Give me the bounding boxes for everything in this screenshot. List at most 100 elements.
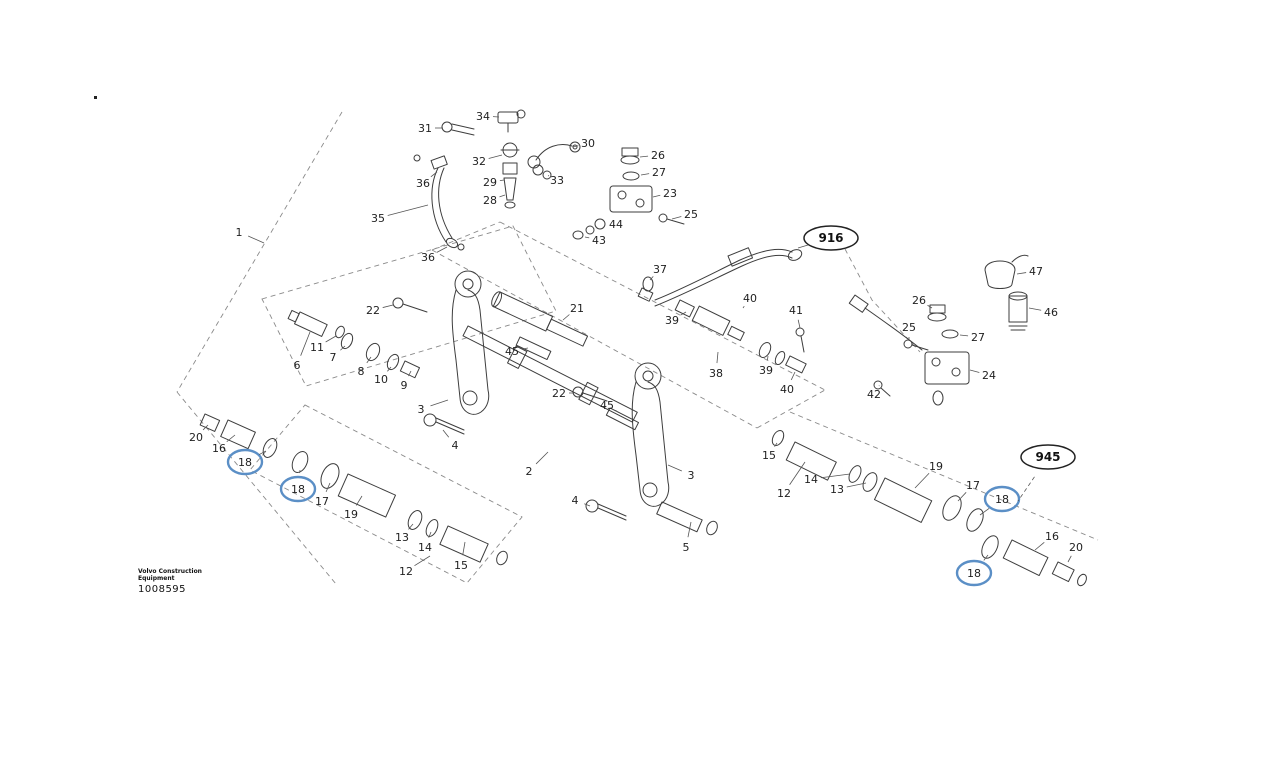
part-label-4: 4 bbox=[572, 494, 579, 507]
part-label-6: 6 bbox=[294, 359, 301, 372]
leader-line bbox=[820, 473, 851, 479]
part-label-24: 24 bbox=[982, 369, 996, 382]
leader-line bbox=[680, 311, 687, 316]
highlight-circle[interactable] bbox=[226, 448, 264, 476]
leader-line bbox=[927, 304, 933, 309]
part-label-37: 37 bbox=[653, 263, 667, 276]
leader-line bbox=[436, 246, 448, 253]
leader-line bbox=[226, 434, 236, 443]
publisher-line-1: Volvo Construction bbox=[138, 568, 202, 575]
part-label-16: 16 bbox=[1045, 530, 1059, 543]
leader-line bbox=[202, 424, 209, 431]
part-label-16: 16 bbox=[212, 442, 226, 455]
leader-line bbox=[387, 204, 429, 216]
leader-line bbox=[1067, 555, 1072, 563]
part-label-34: 34 bbox=[476, 110, 490, 123]
leader-line bbox=[671, 216, 682, 220]
part-label-29: 29 bbox=[483, 176, 497, 189]
part-label-32: 32 bbox=[472, 155, 486, 168]
leader-line bbox=[914, 472, 930, 489]
highlight-circle[interactable] bbox=[279, 475, 317, 503]
leader-line bbox=[639, 155, 649, 158]
leader-line bbox=[462, 541, 466, 556]
part-label-28: 28 bbox=[483, 194, 497, 207]
part-label-5: 5 bbox=[683, 541, 690, 554]
leader-line bbox=[1016, 272, 1027, 275]
part-label-12: 12 bbox=[399, 565, 413, 578]
part-label-4: 4 bbox=[452, 439, 459, 452]
leader-line bbox=[615, 410, 619, 413]
leader-line bbox=[649, 276, 654, 281]
leader-line bbox=[716, 351, 719, 364]
part-label-15: 15 bbox=[454, 559, 468, 572]
dashed-boundary-lines bbox=[176, 111, 1099, 585]
part-label-9: 9 bbox=[401, 379, 408, 392]
publisher-name: Volvo Construction Equipment bbox=[138, 568, 202, 582]
leader-line bbox=[355, 495, 363, 506]
part-label-22: 22 bbox=[366, 304, 380, 317]
part-label-42: 42 bbox=[867, 388, 881, 401]
parts-line-art bbox=[94, 96, 1087, 587]
leader-line bbox=[499, 194, 506, 198]
leader-line bbox=[340, 345, 346, 351]
highlighted-part-label-18[interactable]: 18 bbox=[967, 567, 981, 580]
leader-line bbox=[414, 555, 431, 567]
part-label-12: 12 bbox=[777, 487, 791, 500]
ref-bubble[interactable] bbox=[1020, 444, 1076, 470]
leader-line bbox=[499, 179, 505, 181]
leader-line bbox=[667, 464, 682, 472]
highlighted-part-label-18[interactable]: 18 bbox=[238, 456, 252, 469]
part-label-40: 40 bbox=[780, 383, 794, 396]
leader-line bbox=[1017, 476, 1035, 502]
leader-line bbox=[488, 154, 503, 159]
part-label-7: 7 bbox=[330, 351, 337, 364]
part-label-36: 36 bbox=[416, 177, 430, 190]
part-label-44: 44 bbox=[609, 218, 623, 231]
part-label-27: 27 bbox=[652, 166, 666, 179]
leader-line bbox=[789, 461, 806, 485]
leader-line bbox=[584, 236, 590, 239]
leader-line bbox=[408, 523, 414, 530]
part-label-13: 13 bbox=[830, 483, 844, 496]
part-label-38: 38 bbox=[709, 367, 723, 380]
leader-line bbox=[366, 356, 372, 364]
leader-line bbox=[572, 145, 579, 148]
drawing-footer: Volvo Construction Equipment 1008595 bbox=[138, 568, 202, 595]
publisher-line-2: Equipment bbox=[138, 575, 175, 582]
part-label-25: 25 bbox=[902, 321, 916, 334]
leader-line bbox=[957, 492, 967, 502]
part-label-26: 26 bbox=[651, 149, 665, 162]
highlighted-part-label-18[interactable]: 18 bbox=[291, 483, 305, 496]
leader-line bbox=[430, 171, 438, 178]
part-label-36: 36 bbox=[421, 251, 435, 264]
part-label-20: 20 bbox=[1069, 541, 1083, 554]
part-label-17: 17 bbox=[315, 495, 329, 508]
highlight-circle[interactable] bbox=[983, 485, 1021, 513]
leader-line bbox=[430, 399, 449, 407]
leader-line bbox=[584, 503, 591, 507]
ref-bubble-label-945[interactable]: 945 bbox=[1035, 450, 1060, 464]
leader-line bbox=[428, 531, 432, 538]
leader-line bbox=[521, 347, 529, 350]
part-label-25: 25 bbox=[684, 208, 698, 221]
part-label-14: 14 bbox=[804, 473, 818, 486]
part-label-19: 19 bbox=[929, 460, 943, 473]
leader-line bbox=[325, 335, 337, 343]
leader-line bbox=[247, 235, 265, 244]
ref-bubble[interactable] bbox=[803, 225, 859, 251]
part-label-17: 17 bbox=[966, 479, 980, 492]
part-label-45: 45 bbox=[505, 345, 519, 358]
leader-line bbox=[408, 370, 412, 377]
leader-line bbox=[983, 554, 989, 561]
highlight-circle[interactable] bbox=[955, 559, 993, 587]
leader-line bbox=[382, 304, 394, 308]
part-label-2: 2 bbox=[526, 465, 533, 478]
part-label-35: 35 bbox=[371, 212, 385, 225]
stray-mark bbox=[94, 96, 97, 99]
highlighted-part-label-18[interactable]: 18 bbox=[995, 493, 1009, 506]
part-label-41: 41 bbox=[789, 304, 803, 317]
leader-line bbox=[1034, 542, 1045, 551]
ref-bubble-label-916[interactable]: 916 bbox=[818, 231, 843, 245]
